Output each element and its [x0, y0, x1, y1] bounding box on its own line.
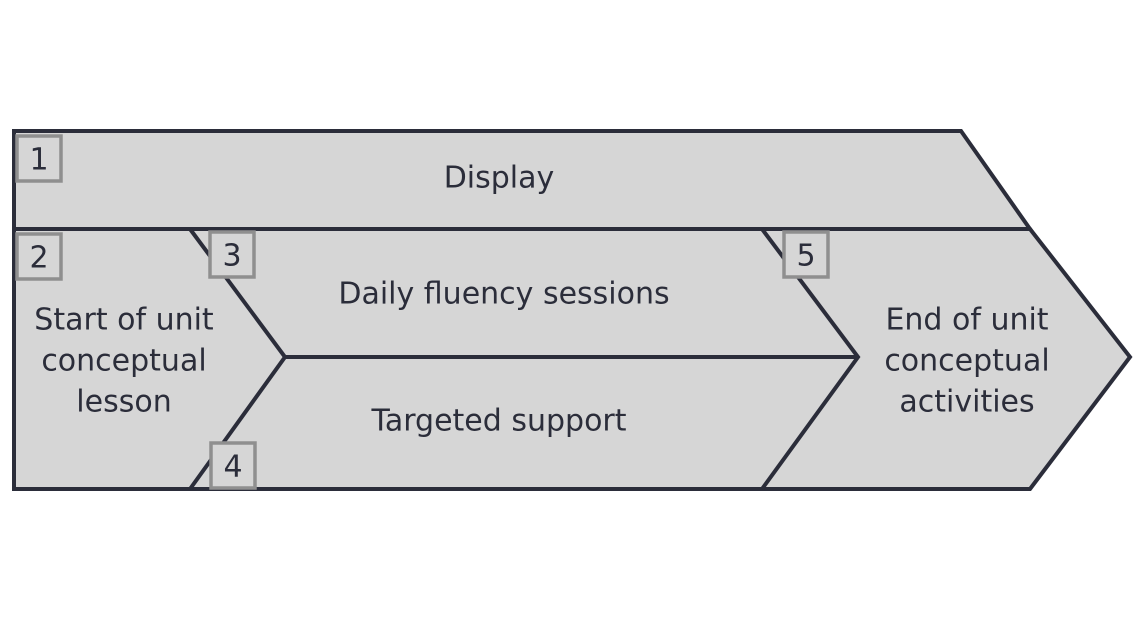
- badge-2: 2: [15, 232, 63, 281]
- badge-3: 3: [208, 230, 256, 279]
- badge-4: 4: [209, 441, 257, 490]
- badge-1: 1: [15, 134, 63, 183]
- top-band-fill: [14, 131, 1030, 229]
- badge-3-number: 3: [222, 239, 241, 274]
- badge-5: 5: [782, 230, 830, 279]
- label-targeted-support: Targeted support: [370, 404, 626, 439]
- label-end-of-unit-line-2: conceptual: [884, 344, 1049, 379]
- badge-1-number: 1: [29, 143, 48, 178]
- label-display: Display: [444, 161, 555, 196]
- badge-4-box: [209, 441, 257, 490]
- top-band-outline: [12, 129, 1034, 231]
- badge-5-box: [782, 230, 830, 279]
- label-end-of-unit-line-3: activities: [899, 385, 1034, 420]
- label-start-of-unit-line-3: lesson: [76, 385, 171, 420]
- label-daily-fluency-sessions: Daily fluency sessions: [338, 277, 669, 312]
- badge-2-number: 2: [29, 241, 48, 276]
- badge-3-box: [208, 230, 256, 279]
- label-start-of-unit-line-1: Start of unit: [34, 303, 214, 338]
- label-end-of-unit-line-1: End of unit: [885, 303, 1048, 338]
- label-end-of-unit: End of unit conceptual activities: [884, 303, 1049, 420]
- label-start-of-unit: Start of unit conceptual lesson: [34, 303, 214, 420]
- badge-2-box: [15, 232, 63, 281]
- label-start-of-unit-line-2: conceptual: [41, 344, 206, 379]
- top-band-group: [12, 129, 1034, 231]
- badge-5-number: 5: [796, 239, 815, 274]
- badge-1-box: [15, 134, 63, 183]
- badge-4-number: 4: [223, 450, 242, 485]
